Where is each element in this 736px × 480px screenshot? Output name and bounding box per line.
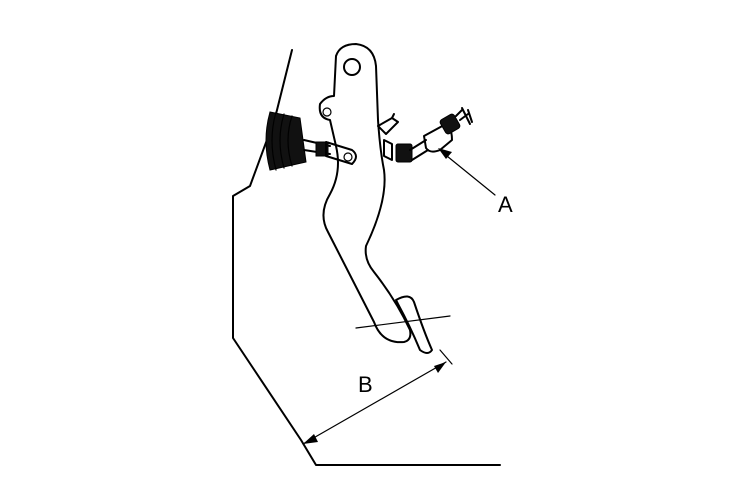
- callout-a-label: A: [498, 192, 513, 217]
- switch-bracket: [377, 113, 413, 163]
- push-rod: [303, 139, 357, 165]
- clutch-switch: [409, 107, 473, 161]
- pedal-pad: [395, 295, 433, 354]
- leader-a: [438, 148, 496, 196]
- rubber-boot: [265, 111, 307, 171]
- pedal-arm: [318, 43, 412, 344]
- callout-b-label: B: [358, 372, 373, 397]
- dimension-b: [302, 315, 453, 445]
